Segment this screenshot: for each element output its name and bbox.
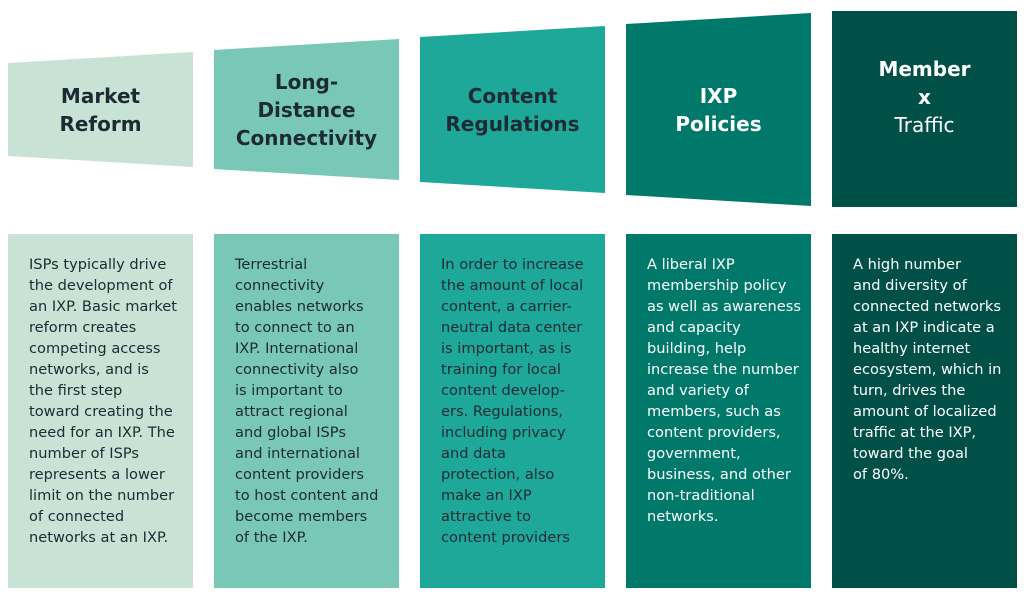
body-line: traffic at the IXP, bbox=[853, 424, 977, 441]
body-member-x-traffic: A high number and diversity of connected… bbox=[832, 234, 1017, 588]
body-line: as well as awareness bbox=[647, 298, 801, 315]
header-title-line: Connectivity bbox=[235, 126, 378, 150]
body-line: ecosystem, which in bbox=[853, 361, 1002, 378]
body-line: connectivity bbox=[235, 277, 325, 294]
body-line: building, help bbox=[647, 340, 747, 357]
body-line: members, such as bbox=[647, 403, 781, 420]
body-line: attractive to bbox=[441, 508, 532, 525]
body-line: and diversity of bbox=[853, 277, 967, 294]
body-line: IXP. International bbox=[235, 340, 359, 357]
body-line: A high number bbox=[853, 256, 962, 273]
header-title-line: Regulations bbox=[445, 112, 580, 136]
body-line: connected networks bbox=[853, 298, 1001, 315]
body-market-reform: ISPs typically drive the development of … bbox=[8, 234, 193, 588]
body-line: training for local bbox=[441, 361, 561, 378]
body-line: connectivity also bbox=[235, 361, 359, 378]
body-line: content providers bbox=[235, 466, 364, 483]
body-line: competing access bbox=[29, 340, 161, 357]
body-line: at an IXP indicate a bbox=[853, 319, 995, 336]
body-line: content develop- bbox=[441, 382, 565, 399]
body-line: number of ISPs bbox=[29, 445, 140, 462]
header-market-reform: Market Reform bbox=[8, 52, 193, 167]
body-line: business, and other bbox=[647, 466, 791, 483]
header-long-distance-connectivity: Long- Distance Connectivity bbox=[214, 40, 399, 180]
header-content-regulations: Content Regulations bbox=[420, 40, 605, 180]
body-ixp-policies: A liberal IXP membership policy as well … bbox=[626, 234, 811, 588]
header-ixp-policies: IXP Policies bbox=[626, 40, 811, 180]
header-shape-market-reform bbox=[8, 52, 193, 167]
header-shape-long-distance-connectivity bbox=[214, 39, 399, 180]
body-line: amount of localized bbox=[853, 403, 997, 420]
body-line: to host content and bbox=[235, 487, 379, 504]
body-line: toward creating the bbox=[29, 403, 173, 420]
body-content-regulations: In order to increase the amount of local… bbox=[420, 234, 605, 588]
body-line: of connected bbox=[29, 508, 125, 525]
body-line: networks at an IXP. bbox=[29, 529, 169, 546]
body-line: enables networks bbox=[235, 298, 364, 315]
header-title-line: Traffic bbox=[894, 113, 955, 137]
body-line: limit on the number bbox=[29, 487, 175, 504]
column-member-x-traffic: Member x Traffic A high number and diver… bbox=[832, 0, 1017, 600]
body-line: is important to bbox=[235, 382, 343, 399]
body-line: content providers, bbox=[647, 424, 781, 441]
body-line: the development of bbox=[29, 277, 173, 294]
body-line: an IXP. Basic market bbox=[29, 298, 178, 315]
column-market-reform: Market Reform ISPs typically drive the d… bbox=[8, 0, 193, 600]
body-line: and variety of bbox=[647, 382, 749, 399]
body-line: and data bbox=[441, 445, 506, 462]
body-line: the first step bbox=[29, 382, 123, 399]
body-line: protection, also bbox=[441, 466, 555, 483]
body-line: neutral data center bbox=[441, 319, 583, 336]
body-line: turn, drives the bbox=[853, 382, 966, 399]
body-line: reform creates bbox=[29, 319, 137, 336]
body-line: networks. bbox=[647, 508, 719, 525]
header-shape-ixp-policies bbox=[626, 13, 811, 206]
body-line: content providers bbox=[441, 529, 570, 546]
column-ixp-policies: IXP Policies A liberal IXP membership po… bbox=[626, 0, 811, 600]
body-line: ers. Regulations, bbox=[441, 403, 564, 420]
body-line: A liberal IXP bbox=[647, 256, 735, 273]
header-title-line: Reform bbox=[59, 111, 142, 136]
body-line: networks, and is bbox=[29, 361, 149, 378]
body-line: including privacy bbox=[441, 424, 566, 441]
body-line: become members bbox=[235, 508, 368, 525]
body-line: government, bbox=[647, 445, 741, 462]
header-title-line: IXP bbox=[699, 84, 738, 108]
body-line: In order to increase bbox=[441, 256, 584, 273]
header-title-line: Market bbox=[60, 83, 141, 108]
header-title-line: Member bbox=[878, 57, 971, 81]
body-long-distance-connectivity: Terrestrial connectivity enables network… bbox=[214, 234, 399, 588]
body-line: of 80%. bbox=[853, 466, 909, 483]
body-line: non-traditional bbox=[647, 487, 755, 504]
body-line: membership policy bbox=[647, 277, 787, 294]
body-line: and global ISPs bbox=[235, 424, 346, 441]
body-line: healthy internet bbox=[853, 340, 971, 357]
body-line: represents a lower bbox=[29, 466, 165, 483]
body-line: increase the number bbox=[647, 361, 799, 378]
body-line: content, a carrier- bbox=[441, 298, 572, 315]
header-title-line: Long- bbox=[274, 70, 339, 94]
body-line: need for an IXP. The bbox=[29, 424, 175, 441]
body-line: the amount of local bbox=[441, 277, 584, 294]
body-line: to connect to an bbox=[235, 319, 355, 336]
header-title-line: Content bbox=[467, 84, 558, 108]
header-shape-member-x-traffic bbox=[832, 11, 1017, 207]
header-shape-content-regulations bbox=[420, 26, 605, 193]
body-line: Terrestrial bbox=[235, 256, 308, 273]
body-line: is important, as is bbox=[441, 340, 572, 357]
body-line: and international bbox=[235, 445, 360, 462]
column-content-regulations: Content Regulations In order to increase… bbox=[420, 0, 605, 600]
header-title-line: x bbox=[918, 85, 931, 109]
column-long-distance-connectivity: Long- Distance Connectivity Terrestrial … bbox=[214, 0, 399, 600]
body-line: toward the goal bbox=[853, 445, 968, 462]
header-member-x-traffic: Member x Traffic bbox=[832, 27, 1017, 167]
body-line: attract regional bbox=[235, 403, 348, 420]
header-title-line: Policies bbox=[675, 112, 762, 136]
body-line: of the IXP. bbox=[235, 529, 308, 546]
body-line: ISPs typically drive bbox=[29, 256, 167, 273]
body-line: and capacity bbox=[647, 319, 741, 336]
header-title-line: Distance bbox=[257, 98, 356, 122]
body-line: make an IXP bbox=[441, 487, 532, 504]
